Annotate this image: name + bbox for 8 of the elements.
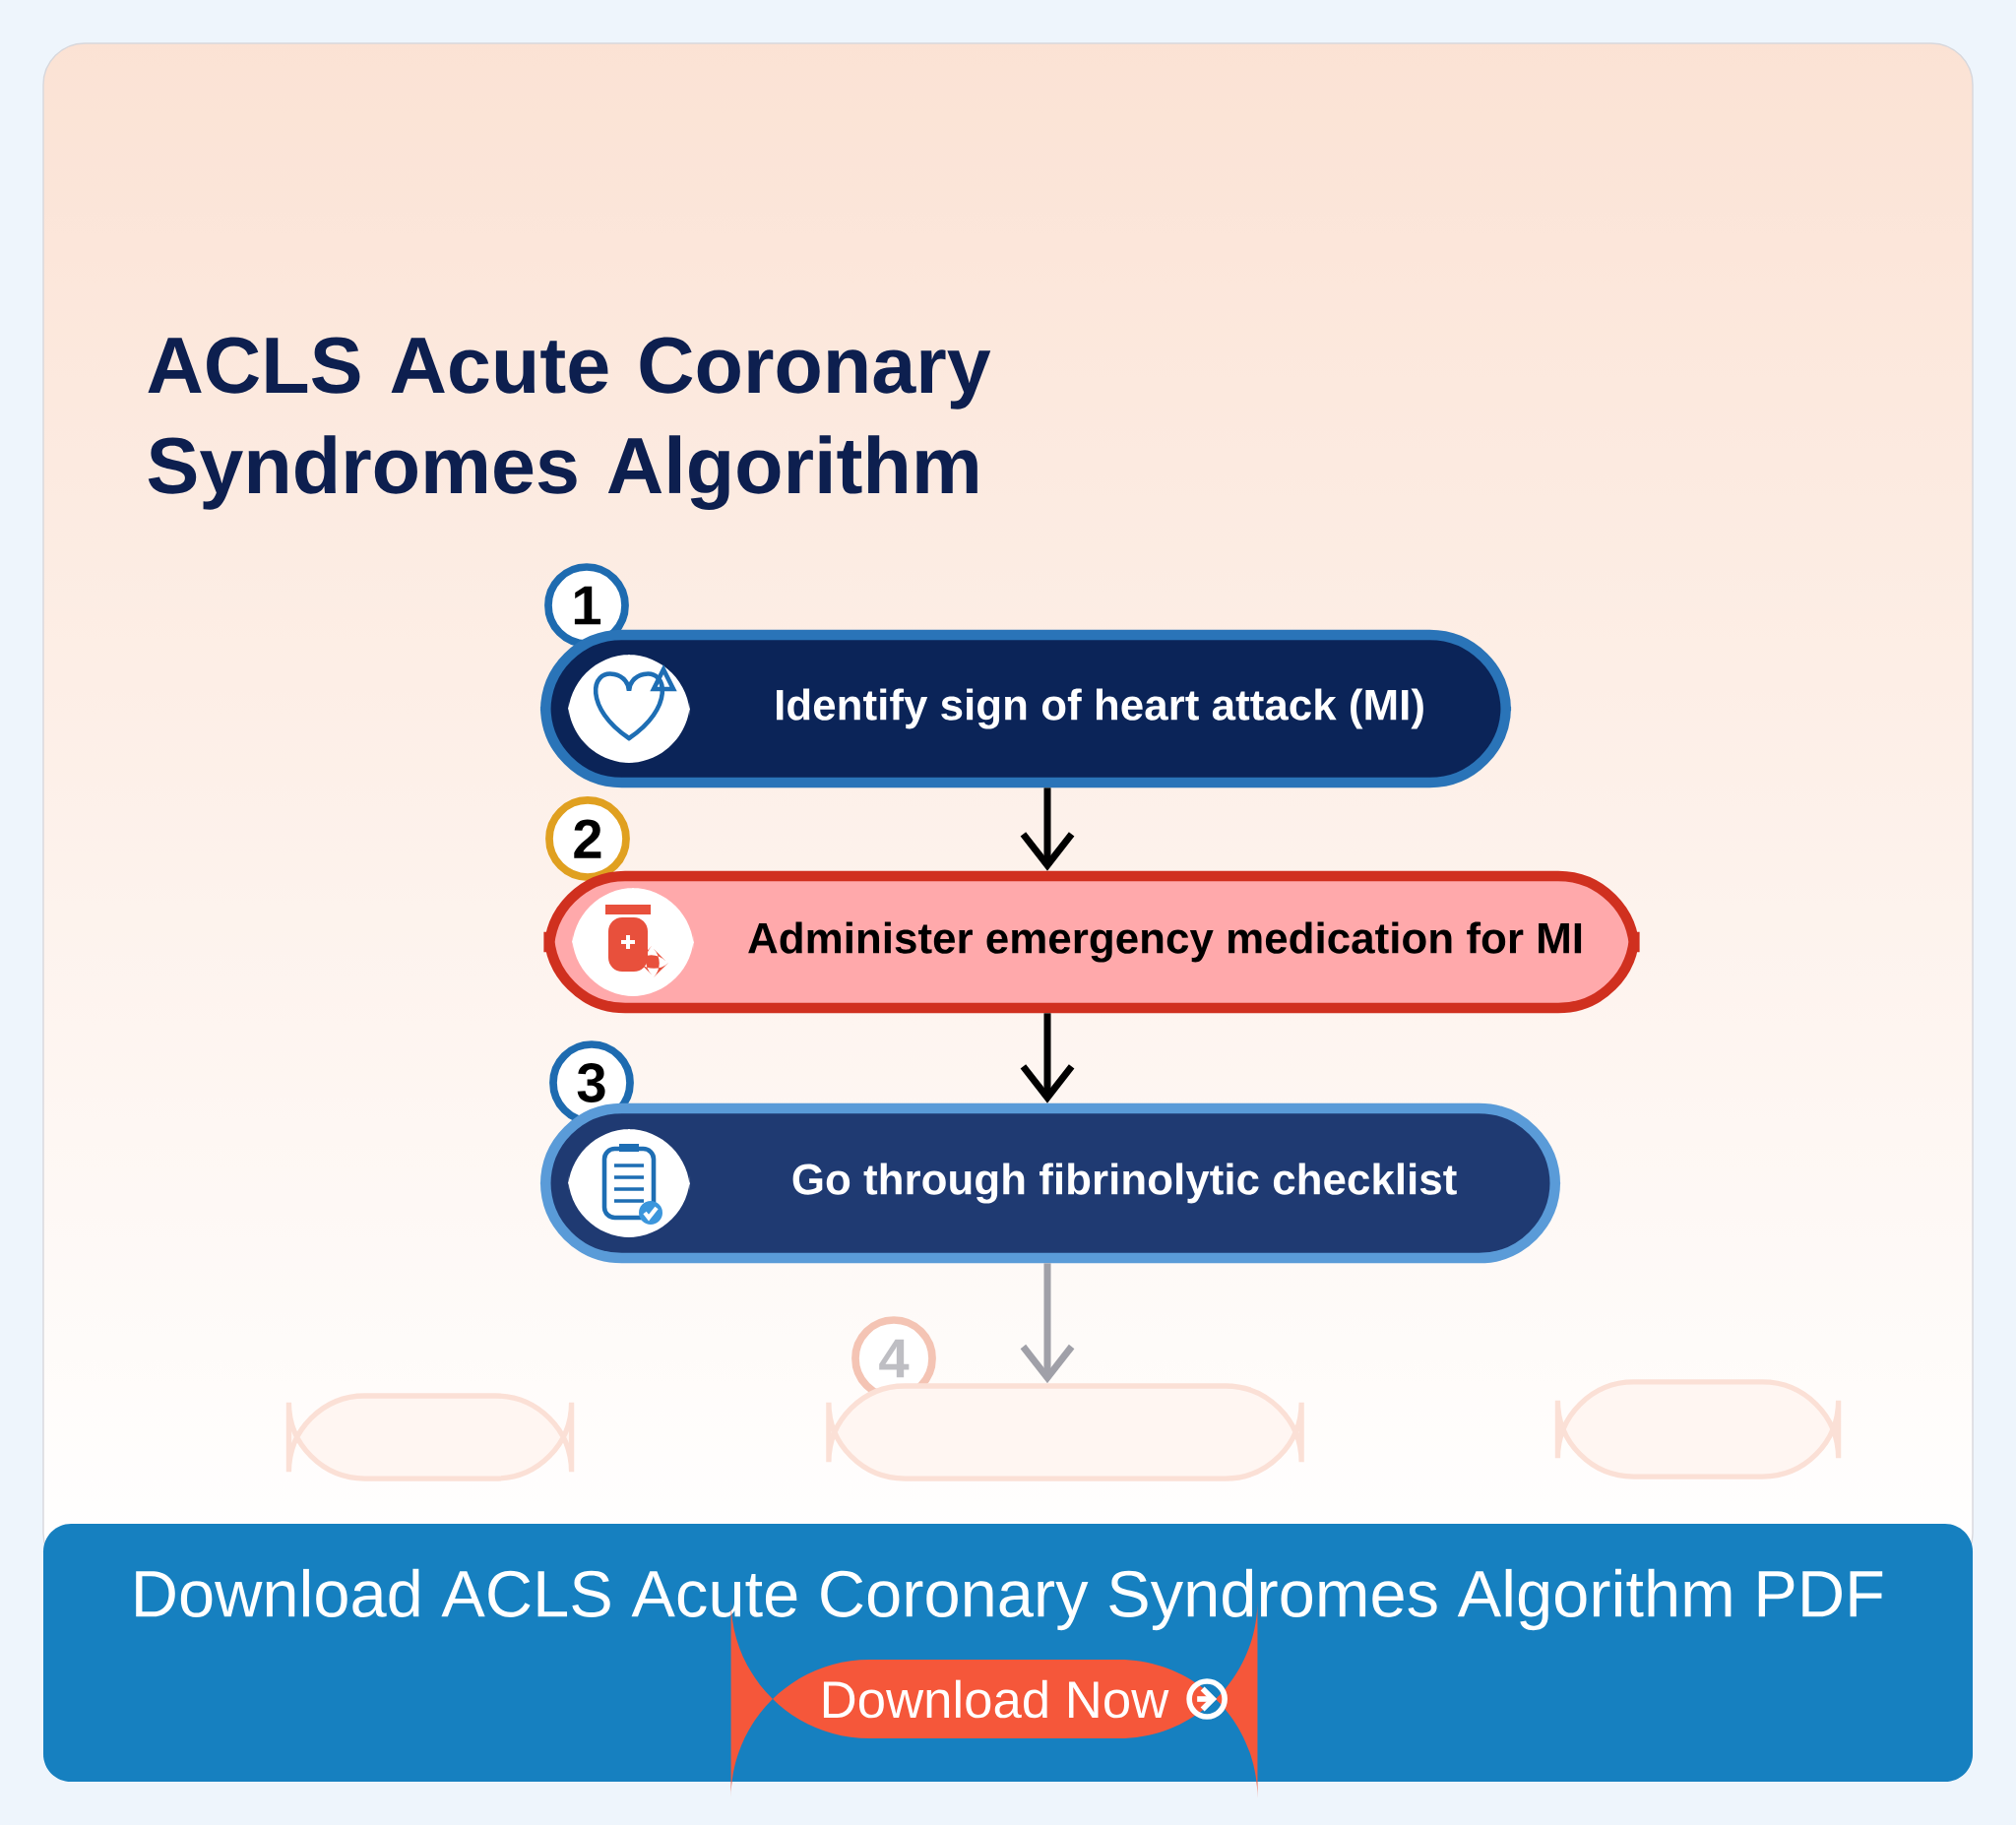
faded-box (285, 1393, 575, 1481)
faded-box (1554, 1379, 1842, 1479)
banner-heading: Download ACLS Acute Coronary Syndromes Algorithm PDF (136, 1568, 1883, 1631)
step-box: Administer emergency medication for MI (543, 870, 1640, 1014)
faded-box (826, 1383, 1304, 1481)
step-box: Go through fibrinolytic checklist (539, 1102, 1561, 1264)
step-box: Identify sign of heart attack (MI) (539, 629, 1512, 788)
title: ACLS Acute Coronary Syndromes Algorithm (148, 337, 991, 511)
